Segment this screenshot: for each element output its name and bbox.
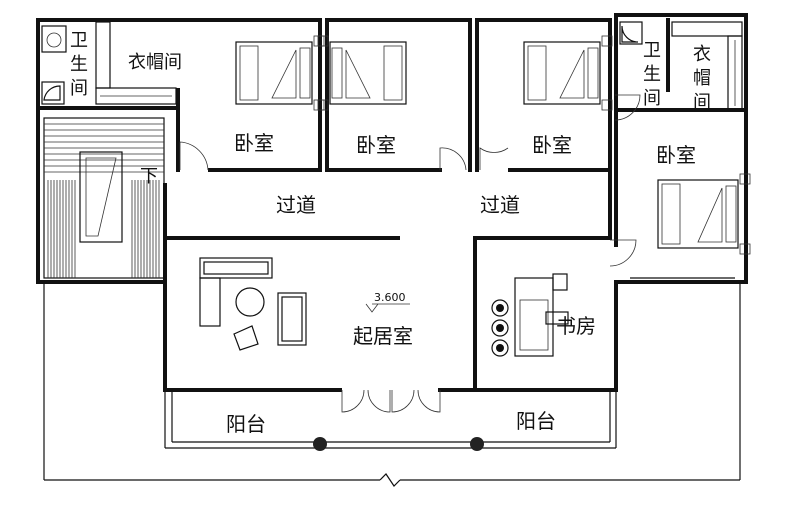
bed-2 bbox=[317, 35, 407, 111]
staircase bbox=[43, 117, 165, 279]
closet-right bbox=[671, 21, 743, 111]
label-bath-left-1: 卫 bbox=[70, 30, 88, 51]
elevation-text: 3.600 bbox=[374, 291, 406, 304]
label-corridor-left: 过道 bbox=[276, 193, 316, 217]
living-furniture bbox=[199, 257, 307, 351]
label-bath-left-3: 间 bbox=[70, 78, 88, 99]
bathroom-fixtures-right bbox=[619, 21, 643, 45]
label-bedroom-2: 卧室 bbox=[356, 133, 396, 157]
columns bbox=[313, 437, 484, 451]
label-stair-down: 下 bbox=[140, 166, 158, 187]
label-closet-right-2: 帽 bbox=[693, 68, 711, 89]
label-bath-right-2: 生 bbox=[643, 64, 661, 85]
bathroom-fixtures-left bbox=[41, 25, 67, 105]
room-labels: 卫 生 间 衣帽间 卧室 卧室 卧室 卫 生 间 衣 帽 间 卧室 下 过道 过… bbox=[70, 30, 711, 436]
bed-1 bbox=[235, 35, 325, 111]
label-bath-left-2: 生 bbox=[70, 54, 88, 75]
doors bbox=[179, 94, 641, 413]
study-furniture bbox=[491, 273, 569, 357]
balcony-outline bbox=[43, 277, 741, 487]
label-bath-right-1: 卫 bbox=[643, 40, 661, 61]
label-study: 书房 bbox=[556, 314, 596, 338]
elevation-marker: 3.600 bbox=[365, 291, 410, 313]
label-bath-right-3: 间 bbox=[643, 88, 661, 109]
bed-4 bbox=[657, 173, 751, 255]
bed-3 bbox=[523, 35, 613, 111]
label-closet-left: 衣帽间 bbox=[128, 52, 182, 73]
label-balcony-right: 阳台 bbox=[516, 409, 556, 433]
beds bbox=[235, 35, 751, 255]
label-bedroom-3: 卧室 bbox=[532, 133, 572, 157]
label-closet-right-3: 间 bbox=[693, 92, 711, 113]
walls bbox=[36, 13, 748, 392]
label-bedroom-1: 卧室 bbox=[234, 131, 274, 155]
closet-left bbox=[95, 21, 177, 105]
label-bedroom-4: 卧室 bbox=[656, 143, 696, 167]
label-closet-right-1: 衣 bbox=[693, 44, 711, 65]
label-balcony-left: 阳台 bbox=[226, 412, 266, 436]
label-living-room: 起居室 bbox=[353, 324, 413, 348]
label-corridor-right: 过道 bbox=[480, 193, 520, 217]
